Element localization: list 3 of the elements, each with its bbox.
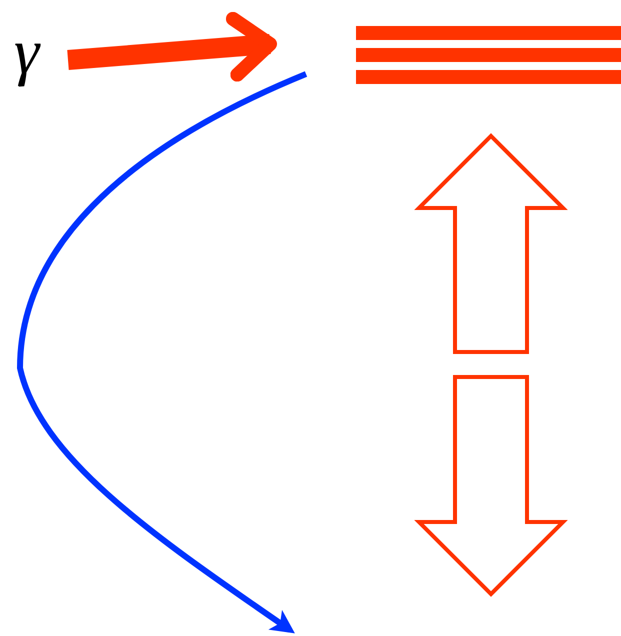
arrow xyxy=(67,12,277,82)
arrow xyxy=(17,71,308,634)
energy-level-lines xyxy=(356,26,621,84)
